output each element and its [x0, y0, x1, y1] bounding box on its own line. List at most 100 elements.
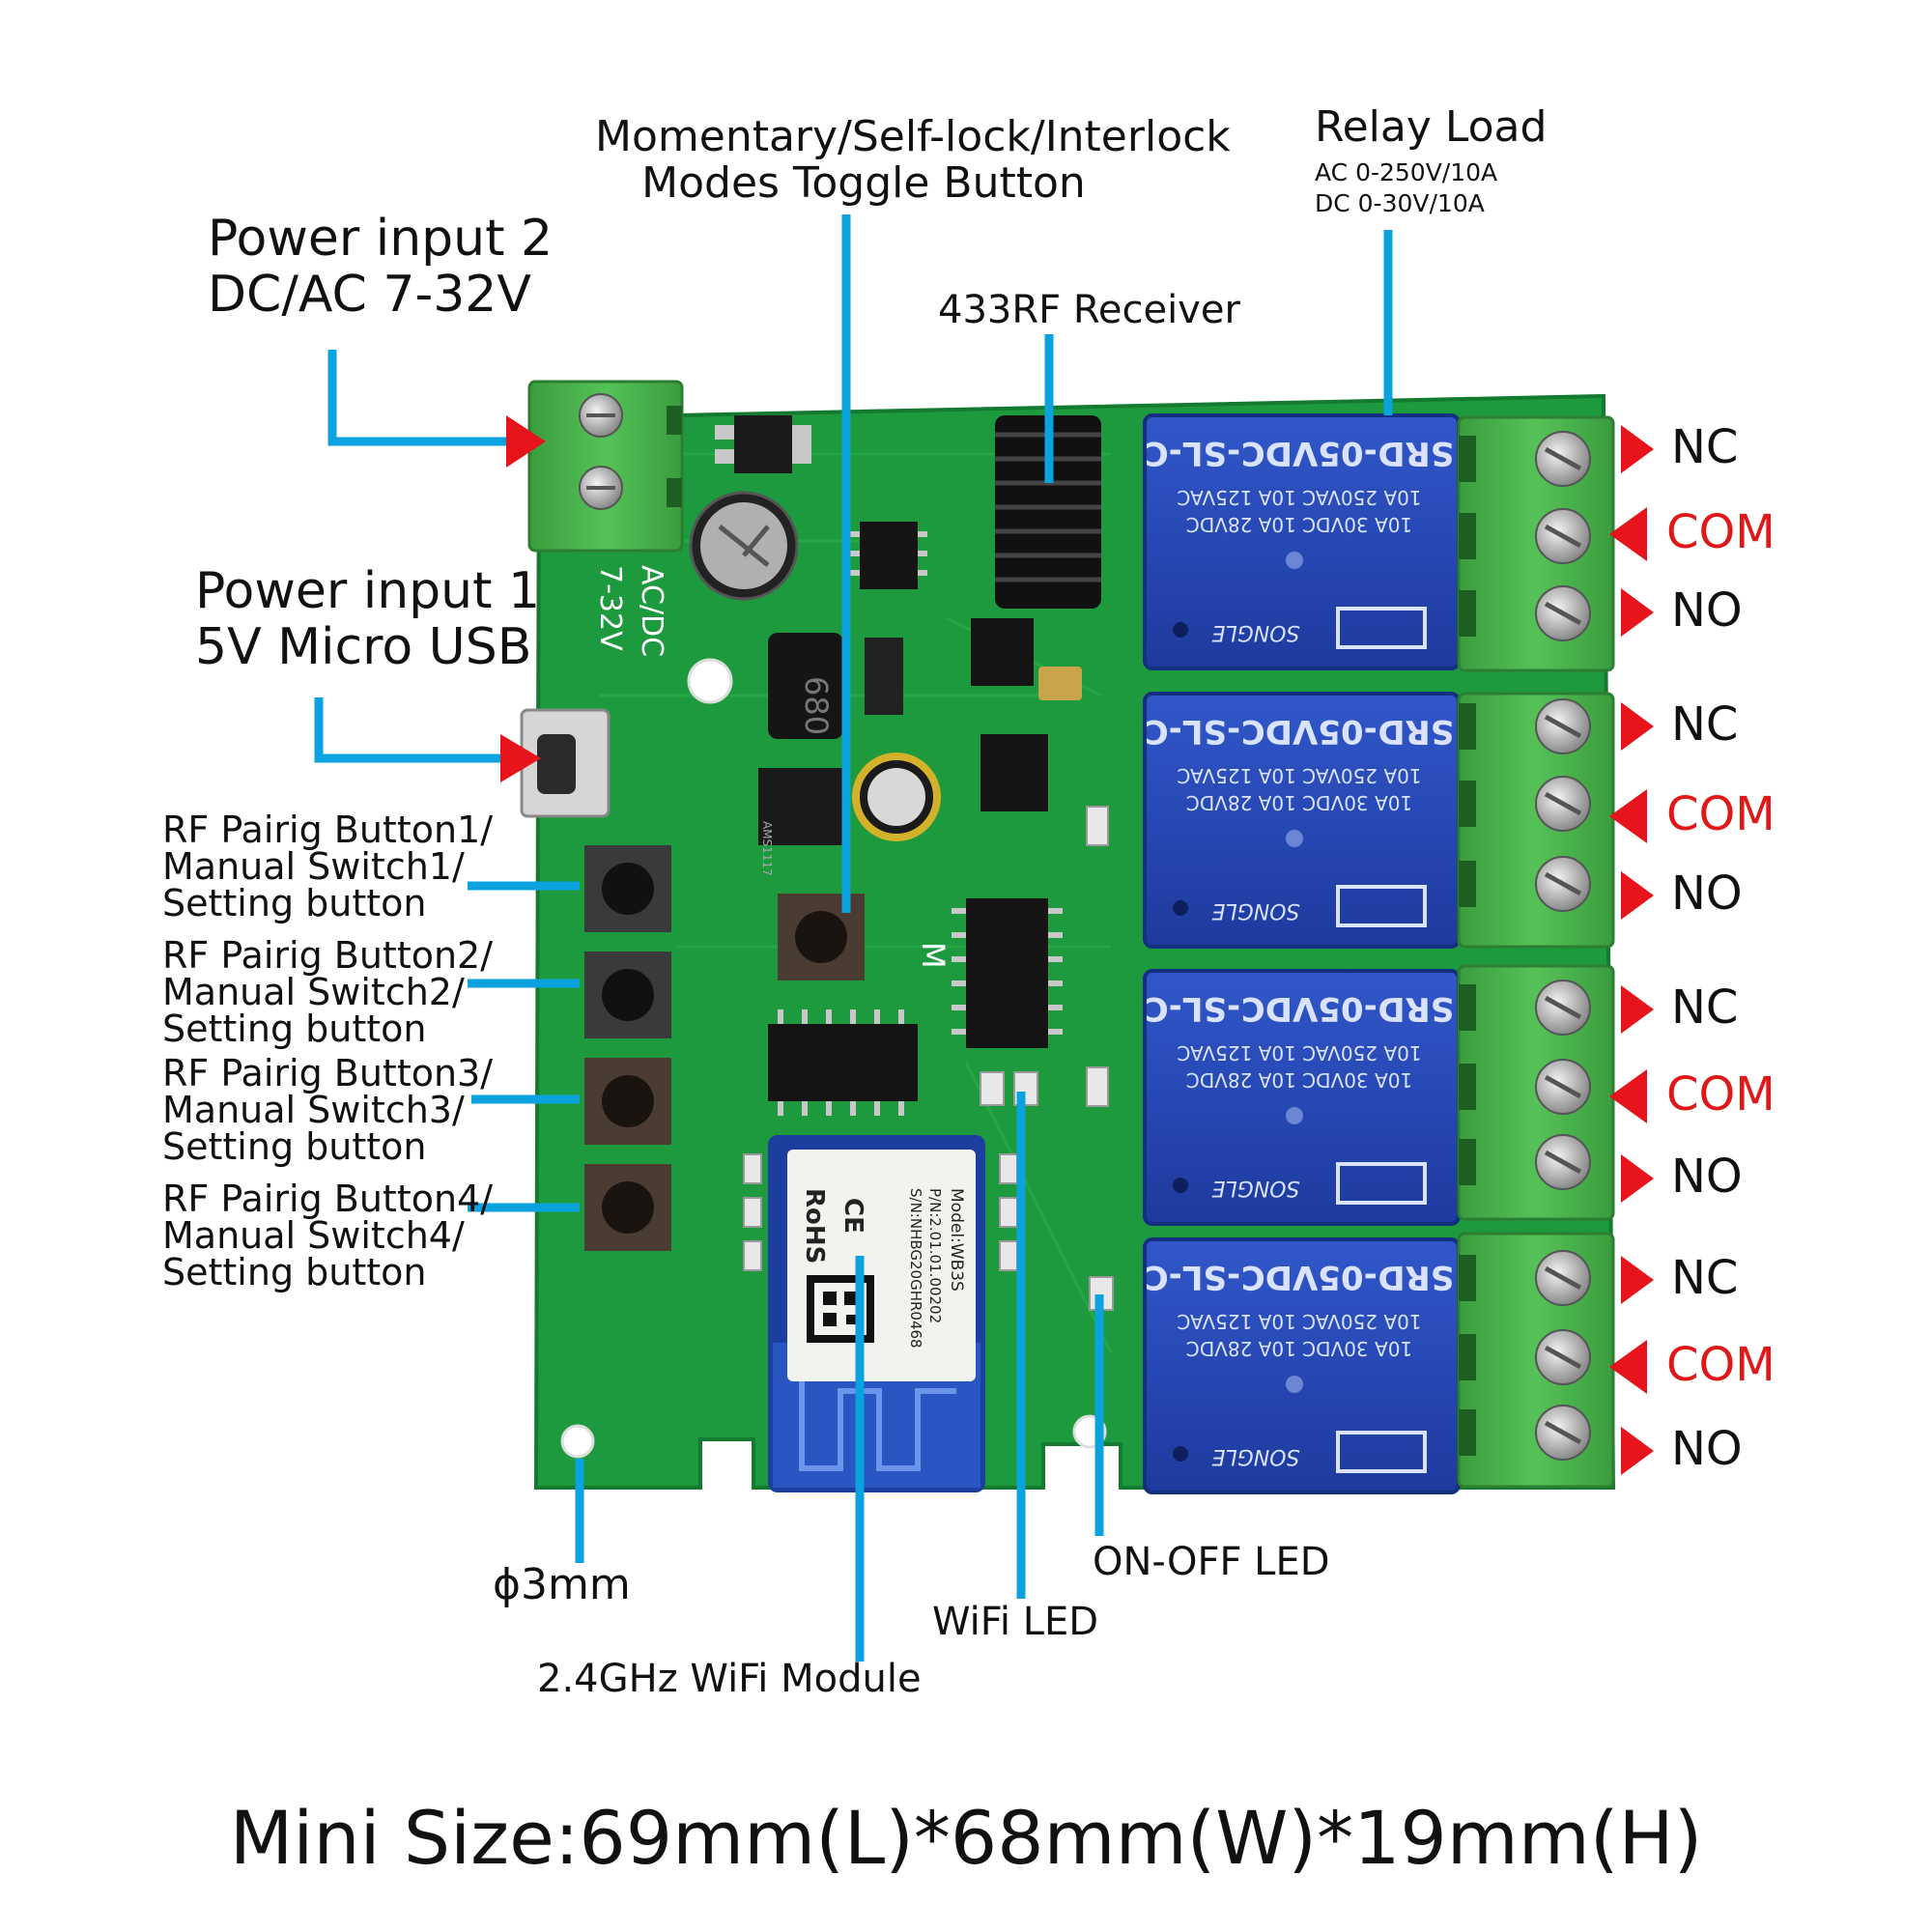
button-4-line1: RF Pairig Button4/ [162, 1178, 494, 1220]
power1-line1: Power input 1 [195, 562, 541, 620]
arrow-nc-1 [1621, 425, 1654, 473]
button-4-line3: Setting button [162, 1251, 427, 1293]
crystal [1038, 667, 1082, 700]
silk-voltage: 7-32V [593, 565, 627, 651]
terminal-label-no-4: NO [1671, 1422, 1743, 1476]
button-3-line1: RF Pairig Button3/ [162, 1052, 494, 1094]
wifi-led-component [980, 1071, 1005, 1106]
leader-power2 [327, 350, 512, 446]
relay-rating-2: 10A 30VDC 10A 28VDC [1186, 513, 1412, 536]
arrow-com-3 [1609, 1069, 1647, 1123]
label-button-1: RF Pairig Button1/Manual Switch1/Setting… [162, 811, 493, 922]
ldo-mark: AMS1117 [760, 821, 774, 876]
relay-brand: SONGLE [1211, 1176, 1299, 1200]
mounting-hole [560, 1424, 595, 1459]
leader-lines [314, 214, 1393, 1662]
relay-model-text: SRD-05VDC-SL-C [1145, 712, 1455, 751]
relay-model-text: SRD-05VDC-SL-C [1145, 1258, 1455, 1296]
relay-rating-1: 10A 250VAC 10A 125VAC [1177, 1310, 1421, 1333]
power2-line1: Power input 2 [208, 210, 554, 268]
label-power-input-2: Power input 2 DC/AC 7-32V [208, 211, 553, 323]
terminal-label-com-3: COM [1666, 1067, 1776, 1122]
button-1-line2: Manual Switch1/ [162, 845, 465, 888]
terminal-label-nc-1: NC [1671, 420, 1739, 474]
tactile-buttons [584, 845, 865, 1251]
arrow-nc-2 [1621, 702, 1654, 751]
relay-rating-1: 10A 250VAC 10A 125VAC [1177, 486, 1421, 509]
label-wifi-module: 2.4GHz WiFi Module [537, 1657, 922, 1701]
terminal-label-no-3: NO [1671, 1150, 1743, 1204]
arrow-com-2 [1609, 789, 1647, 843]
relay-terminal-block-4 [1457, 1232, 1615, 1489]
relay-terminal-block-3 [1457, 964, 1615, 1221]
terminal-label-nc-2: NC [1671, 697, 1739, 752]
arrow-no-1 [1621, 588, 1654, 637]
label-button-4: RF Pairig Button4/Manual Switch4/Setting… [162, 1180, 493, 1291]
power1-line2: 5V Micro USB [195, 618, 532, 676]
relay-terminals [1457, 415, 1615, 1489]
arrow-nc-3 [1621, 985, 1654, 1034]
button-2-line2: Manual Switch2/ [162, 971, 465, 1013]
button-2-line1: RF Pairig Button2/ [162, 934, 494, 977]
label-wifi-led: WiFi LED [932, 1600, 1099, 1644]
terminal-arrows [1609, 425, 1654, 1475]
module-ce: CE [838, 1198, 867, 1234]
regulator-chip [734, 415, 792, 473]
arrow-nc-4 [1621, 1256, 1654, 1304]
relay-2: SRD-05VDC-SL-C 10A 250VAC 10A 125VAC 10A 3… [1143, 692, 1461, 949]
power2-line2: DC/AC 7-32V [208, 266, 531, 324]
relay-rating-1: 10A 250VAC 10A 125VAC [1177, 764, 1421, 787]
terminal-label-no-2: NO [1671, 867, 1743, 921]
toggle-line2: Modes Toggle Button [641, 158, 1086, 208]
relay-dc-spec: DC 0-30V/10A [1315, 189, 1485, 217]
button-1-line1: RF Pairig Button1/ [162, 809, 494, 851]
terminal-label-nc-4: NC [1671, 1251, 1739, 1305]
red-arrows [500, 415, 546, 782]
terminal-label-com-1: COM [1666, 505, 1776, 559]
label-rf-receiver: 433RF Receiver [938, 288, 1240, 332]
button-1-line3: Setting button [162, 882, 427, 924]
button-4-line2: Manual Switch4/ [162, 1214, 465, 1257]
relay-rating-2: 10A 30VDC 10A 28VDC [1186, 1337, 1412, 1360]
relay-rating-2: 10A 30VDC 10A 28VDC [1186, 1068, 1412, 1092]
power-terminal-block [527, 380, 684, 553]
button-2-line3: Setting button [162, 1008, 427, 1050]
relay-load-specs: AC 0-250V/10A DC 0-30V/10A [1315, 157, 1497, 219]
label-button-3: RF Pairig Button3/Manual Switch3/Setting… [162, 1055, 493, 1165]
relay-load-title: Relay Load [1315, 102, 1548, 152]
toggle-line1: Momentary/Self-lock/Interlock [595, 112, 1231, 161]
arrow-com-1 [1609, 507, 1647, 561]
relay-terminal-block-1 [1457, 415, 1615, 672]
terminal-label-no-1: NO [1671, 583, 1743, 638]
button-3-line2: Manual Switch3/ [162, 1089, 465, 1131]
terminal-label-com-2: COM [1666, 787, 1776, 841]
arrow-no-2 [1621, 871, 1654, 920]
leader-power1 [314, 697, 507, 763]
relay-brand: SONGLE [1211, 898, 1299, 923]
label-hole-diameter: ɸ3mm [493, 1560, 631, 1609]
label-button-2: RF Pairig Button2/Manual Switch2/Setting… [162, 937, 493, 1047]
silk-acdc: AC/DC [635, 565, 668, 657]
label-onoff-led: ON-OFF LED [1093, 1540, 1330, 1584]
size-caption: Mini Size:69mm(L)*68mm(W)*19mm(H) [229, 1795, 1703, 1881]
relay-brand: SONGLE [1211, 1444, 1299, 1468]
module-pn: P/N:2.01.01.00202 [926, 1188, 944, 1323]
silk-m: M [915, 942, 952, 969]
module-sn: S/N:NHBG20GHR0468 [907, 1188, 924, 1349]
relay-rating-1: 10A 250VAC 10A 125VAC [1177, 1041, 1421, 1065]
relay-rating-2: 10A 30VDC 10A 28VDC [1186, 791, 1412, 814]
ldo-regulator [758, 768, 845, 845]
relay-terminal-block-2 [1457, 692, 1615, 949]
label-power-input-1: Power input 1 5V Micro USB [195, 563, 540, 675]
label-mode-toggle: Momentary/Self-lock/Interlock Modes Togg… [595, 112, 1231, 208]
terminal-label-com-4: COM [1666, 1338, 1776, 1392]
arrow-no-3 [1621, 1154, 1654, 1203]
relay-4: SRD-05VDC-SL-C 10A 250VAC 10A 125VAC 10A 3… [1143, 1237, 1461, 1494]
relay-ac-spec: AC 0-250V/10A [1315, 158, 1498, 186]
relay-brand: SONGLE [1211, 620, 1299, 644]
inductor-mark: 680 [798, 676, 835, 735]
module-model: Model:WB3S [947, 1188, 966, 1292]
